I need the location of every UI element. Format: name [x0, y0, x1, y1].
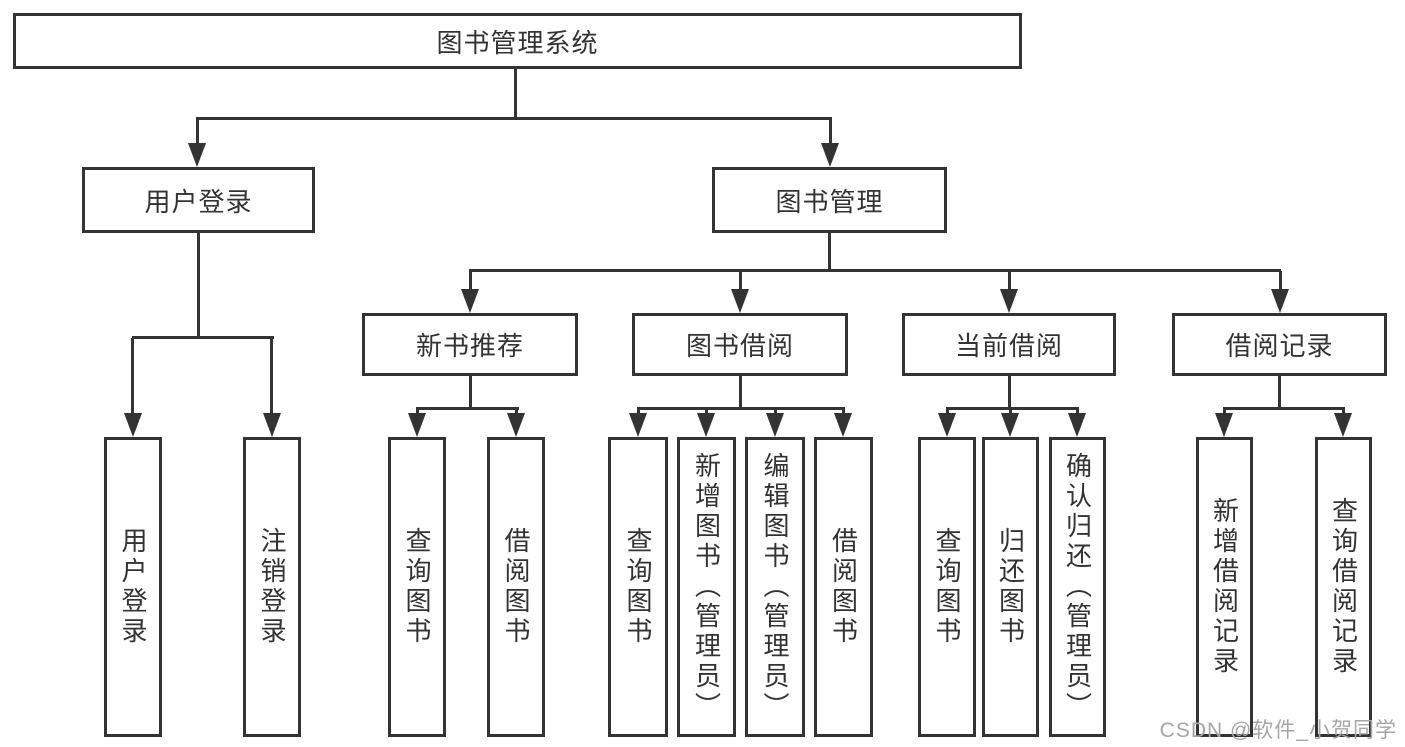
- connector-line: [1342, 409, 1345, 416]
- leaf-label: 借阅图书: [501, 527, 531, 647]
- arrow-down-icon: [731, 289, 749, 313]
- node-current-borrowing: 当前借阅: [902, 313, 1116, 376]
- arrow-down-icon: [507, 413, 525, 437]
- arrow-down-icon: [1000, 289, 1018, 313]
- arrow-down-icon: [1001, 413, 1019, 437]
- arrow-down-icon: [697, 413, 715, 437]
- leaf-borrow-books-recommend: 借阅图书: [487, 437, 545, 737]
- connector-line: [946, 407, 1079, 410]
- connector-line: [1009, 409, 1012, 416]
- connector-line: [774, 409, 777, 416]
- connector-line: [705, 409, 708, 416]
- node-book-borrowing: 图书借阅: [632, 313, 848, 376]
- arrow-down-icon: [461, 289, 479, 313]
- leaf-edit-books-admin: 编辑图书（管理员）: [745, 437, 805, 737]
- node-new-book-recommendation: 新书推荐: [362, 313, 578, 376]
- leaf-query-books-borrowing: 查询图书: [608, 437, 668, 737]
- connector-line: [739, 374, 742, 410]
- connector-line: [469, 374, 472, 410]
- arrow-down-icon: [1271, 289, 1289, 313]
- connector-line: [637, 409, 640, 416]
- node-book-management: 图书管理: [712, 167, 947, 233]
- leaf-label: 借阅图书: [828, 527, 859, 647]
- arrow-down-icon: [1334, 413, 1352, 437]
- connector-line: [469, 271, 472, 291]
- connector-line: [132, 336, 274, 339]
- connector-line: [1008, 374, 1011, 410]
- connector-line: [515, 409, 518, 416]
- leaf-label: 查询图书: [932, 527, 962, 647]
- connector-line: [131, 338, 134, 415]
- arrow-down-icon: [1068, 413, 1086, 437]
- leaf-label: 查询图书: [623, 527, 653, 647]
- leaf-label: 查询借阅记录: [1328, 497, 1359, 677]
- leaf-borrow-books-borrowing: 借阅图书: [814, 437, 873, 737]
- leaf-logout: 注销登录: [243, 437, 301, 737]
- leaf-query-borrow-record: 查询借阅记录: [1315, 437, 1372, 737]
- leaf-user-login: 用户登录: [104, 437, 162, 737]
- leaf-label: 编辑图书（管理员）: [760, 452, 790, 722]
- leaf-label: 确认归还（管理员）: [1062, 452, 1093, 722]
- connector-line: [1278, 374, 1281, 410]
- node-label: 借阅记录: [1225, 331, 1334, 361]
- leaf-add-books-admin: 新增图书（管理员）: [677, 437, 736, 737]
- arrow-down-icon: [766, 413, 784, 437]
- leaf-label: 新增图书（管理员）: [691, 452, 722, 722]
- connector-line: [1008, 271, 1011, 291]
- arrow-down-icon: [629, 413, 647, 437]
- leaf-label: 新增借阅记录: [1209, 497, 1240, 677]
- arrow-down-icon: [188, 143, 206, 167]
- connector-line: [946, 409, 949, 416]
- node-library-management-system: 图书管理系统: [13, 13, 1022, 69]
- connector-line: [196, 119, 199, 147]
- arrow-down-icon: [821, 143, 839, 167]
- arrow-down-icon: [938, 413, 956, 437]
- connector-line: [416, 407, 519, 410]
- node-borrowing-records: 借阅记录: [1172, 313, 1387, 376]
- connector-line: [469, 269, 1281, 272]
- leaf-label: 注销登录: [257, 527, 287, 647]
- node-label: 图书管理系统: [436, 27, 599, 58]
- arrow-down-icon: [408, 413, 426, 437]
- node-user-login: 用户登录: [82, 167, 315, 233]
- connector-line: [637, 407, 845, 410]
- connector-line: [416, 409, 419, 416]
- leaf-label: 用户登录: [118, 527, 148, 647]
- node-label: 新书推荐: [415, 331, 524, 361]
- arrow-down-icon: [834, 413, 852, 437]
- node-label: 图书管理: [775, 186, 884, 217]
- node-label: 图书借阅: [685, 331, 794, 361]
- watermark-text: CSDN @软件_小贺同学: [1159, 719, 1397, 742]
- arrow-down-icon: [124, 413, 142, 437]
- connector-line: [829, 119, 832, 147]
- connector-line: [514, 68, 517, 120]
- leaf-return-books: 归还图书: [982, 437, 1039, 737]
- leaf-add-borrow-record: 新增借阅记录: [1196, 437, 1253, 737]
- leaf-query-books-current: 查询图书: [918, 437, 976, 737]
- connector-line: [1223, 407, 1345, 410]
- connector-line: [1223, 409, 1226, 416]
- node-label: 当前借阅: [954, 331, 1063, 361]
- node-label: 用户登录: [144, 186, 253, 217]
- arrow-down-icon: [263, 413, 281, 437]
- connector-line: [828, 232, 831, 272]
- leaf-label: 查询图书: [402, 527, 432, 647]
- connector-line: [739, 271, 742, 291]
- connector-line: [197, 232, 200, 339]
- leaf-label: 归还图书: [995, 527, 1026, 647]
- connector-line: [1279, 271, 1282, 291]
- connector-line: [842, 409, 845, 416]
- arrow-down-icon: [1215, 413, 1233, 437]
- leaf-confirm-return-admin: 确认归还（管理员）: [1049, 437, 1106, 737]
- leaf-query-books-recommend: 查询图书: [388, 437, 446, 737]
- connector-line: [270, 338, 273, 415]
- connector-line: [1076, 409, 1079, 416]
- connector-line: [196, 117, 832, 120]
